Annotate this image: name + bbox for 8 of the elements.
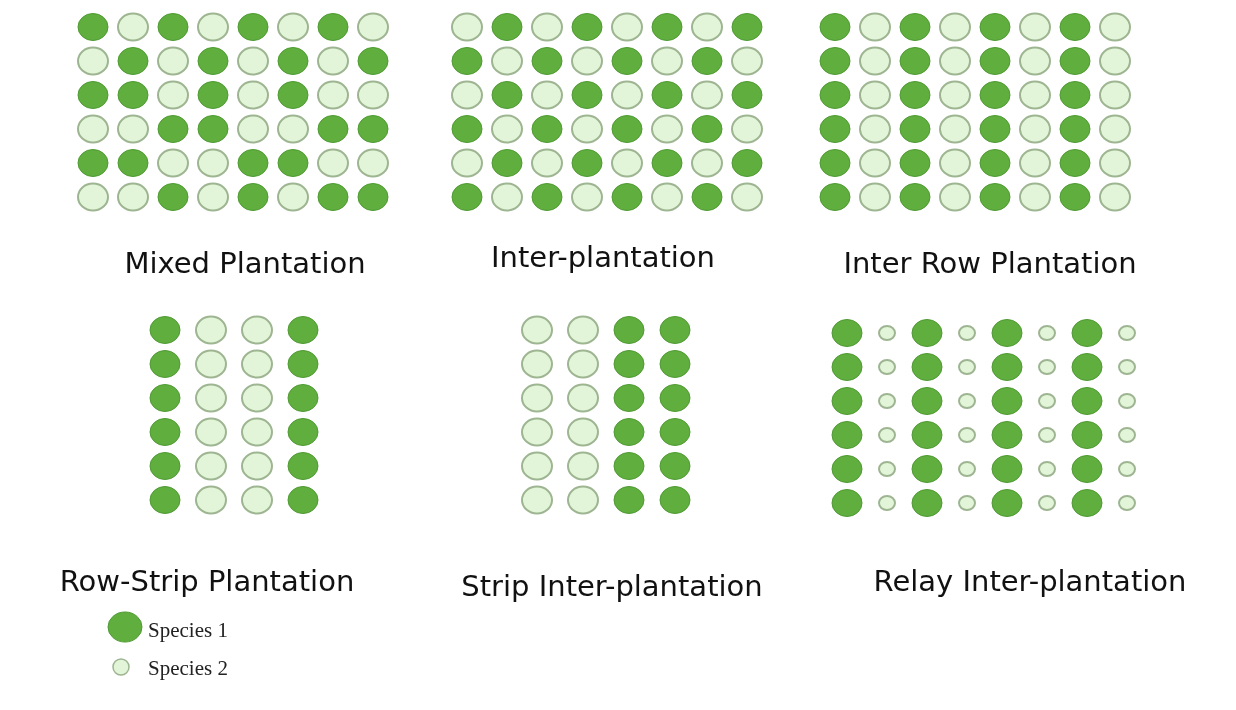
- caption: Relay Inter-plantation: [873, 564, 1187, 598]
- caption: Strip Inter-plantation: [461, 569, 763, 603]
- caption: Row-Strip Plantation: [59, 564, 355, 598]
- caption: Inter Row Plantation: [843, 246, 1137, 280]
- caption: Inter-plantation: [491, 240, 715, 274]
- caption: Mixed Plantation: [124, 246, 366, 280]
- legend-label: Species 1: [148, 618, 228, 643]
- legend-label: Species 2: [148, 656, 228, 681]
